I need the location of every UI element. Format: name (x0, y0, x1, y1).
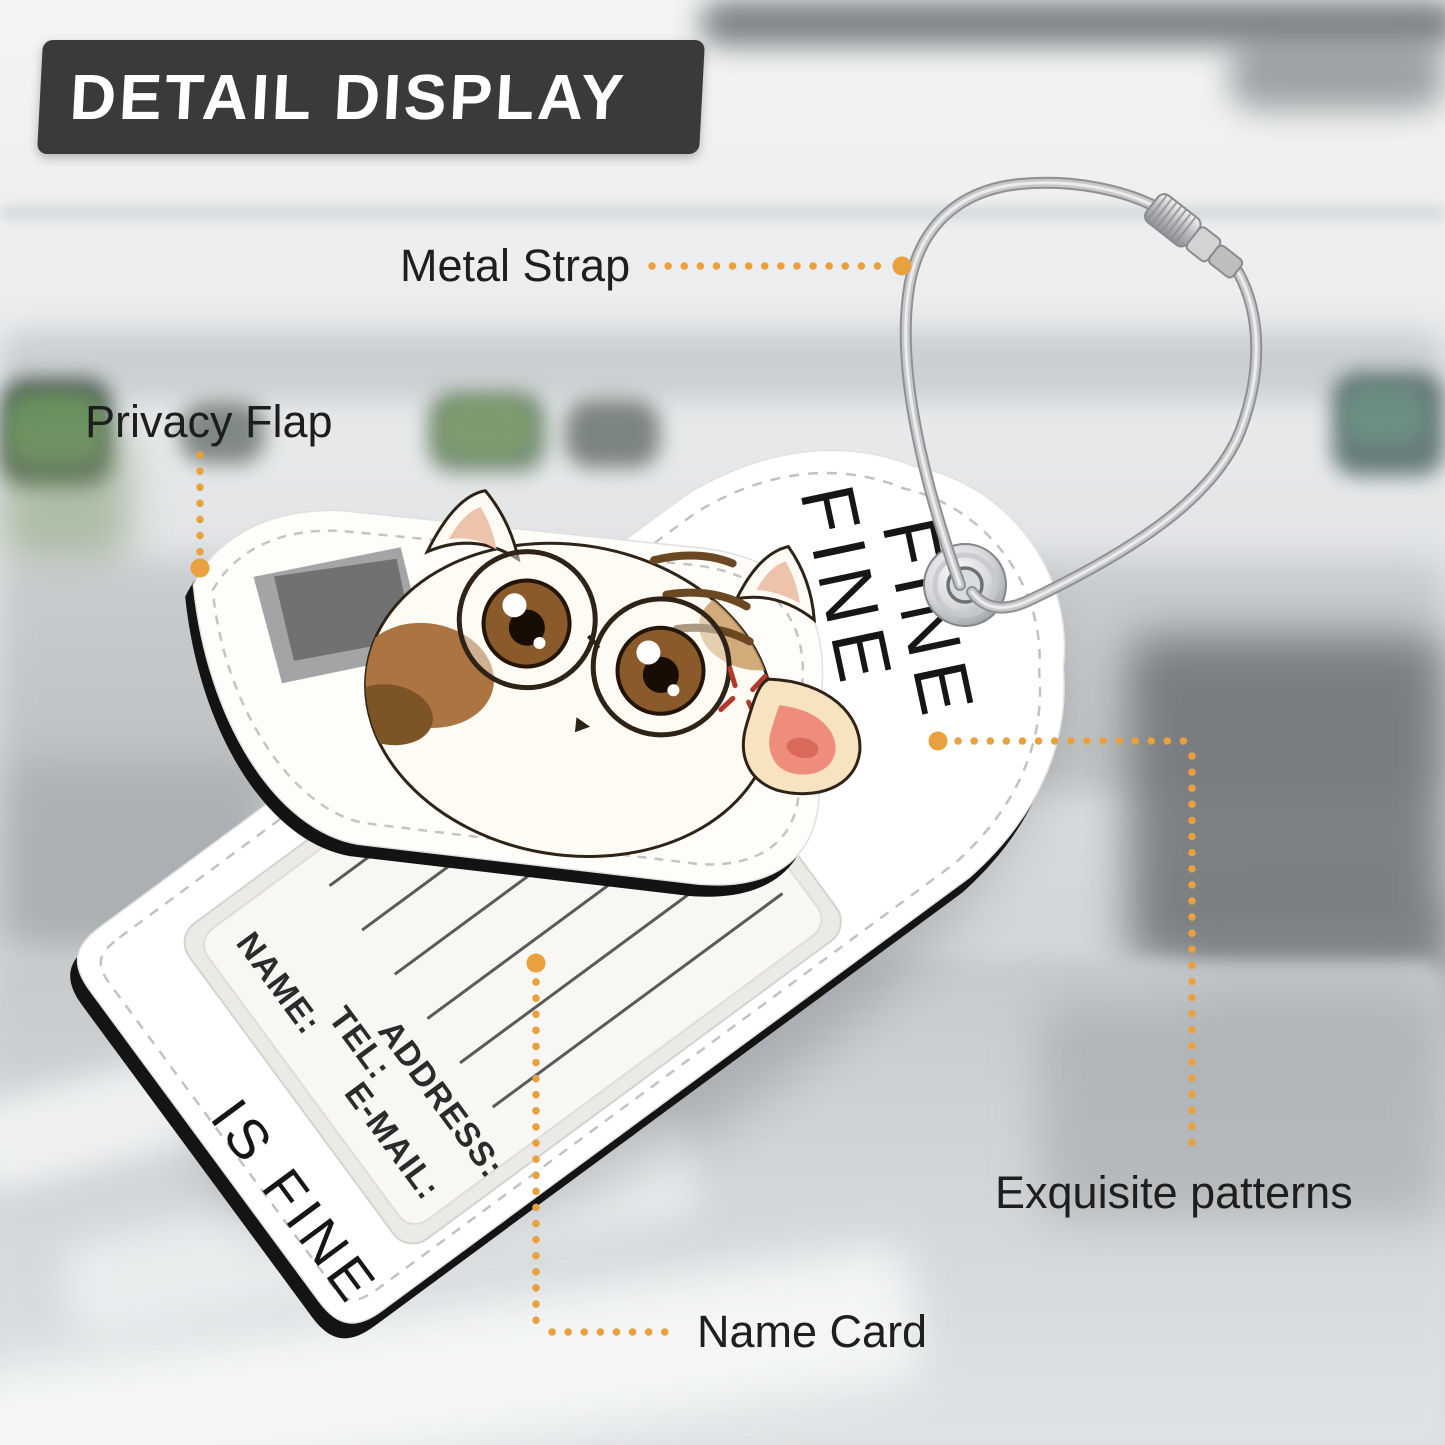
background-screen (565, 400, 660, 468)
wire-screw-clasp (1144, 193, 1244, 279)
background-blob (0, 208, 1445, 218)
glasses-bridge (586, 634, 601, 650)
wire-strand (901, 178, 1162, 589)
title-banner: DETAIL DISPLAY (37, 40, 705, 154)
callout-name-card: Name Card (697, 1306, 928, 1357)
leader-dot (190, 558, 210, 578)
cat-pupil-left (508, 609, 545, 646)
background-floor-shadow (1040, 1000, 1445, 1220)
cat-nose (574, 717, 591, 733)
cat-tabby-stripes (650, 551, 754, 646)
cat-ear-right-inner (756, 561, 800, 604)
cat-mouth-deep (786, 737, 819, 759)
eye-highlight (533, 637, 546, 650)
cat-ear-left-inner (448, 507, 497, 550)
callout-privacy-flap: Privacy Flap (85, 396, 333, 447)
eye-highlight (636, 640, 661, 665)
tag-stitching (99, 471, 1042, 1301)
wire-strand (904, 181, 1160, 587)
leader-dot (928, 731, 948, 751)
cat-pupil-right (642, 656, 679, 693)
callout-metal-strap: Metal Strap (400, 240, 631, 291)
eye-highlight (502, 593, 527, 618)
card-rule-line (491, 892, 784, 1109)
background-blob (0, 330, 1445, 400)
background-screen (440, 400, 530, 455)
wire-strand (970, 270, 1258, 610)
background-blob (700, 0, 1445, 46)
callout-leaders (190, 256, 1196, 1336)
leader-dot (526, 953, 546, 973)
flap-stitching (211, 529, 805, 866)
privacy-flap (185, 489, 862, 897)
eye-highlight (667, 684, 680, 697)
background-screen (180, 402, 265, 464)
page-title: DETAIL DISPLAY (68, 61, 629, 133)
callout-exquisite-patterns: Exquisite patterns (995, 1167, 1353, 1218)
background-blob (1230, 40, 1445, 110)
leader-dot (892, 256, 912, 276)
background-screen (1345, 385, 1425, 445)
background-blob (0, 425, 130, 565)
metal-strap-wire (899, 176, 1263, 614)
